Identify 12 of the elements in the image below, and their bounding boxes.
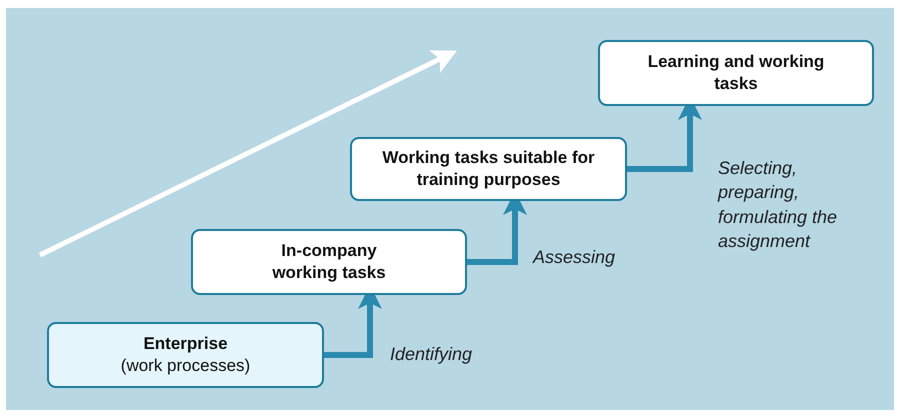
box-title: Working tasks suitable for training purposes xyxy=(381,146,596,191)
box-title: In-company working tasks xyxy=(271,240,387,284)
process-box xyxy=(191,229,467,295)
box-title: Enterprise xyxy=(143,332,228,355)
process-box xyxy=(598,40,874,106)
process-box xyxy=(350,137,627,201)
edge-label: Selecting, preparing, formulating the assignment xyxy=(718,157,838,253)
edge-label: Assessing xyxy=(533,246,616,269)
box-subtitle: (work processes) xyxy=(120,355,250,377)
box-title: Learning and working tasks xyxy=(646,50,826,95)
edge-label: Identifying xyxy=(390,343,474,366)
process-box xyxy=(47,322,324,388)
